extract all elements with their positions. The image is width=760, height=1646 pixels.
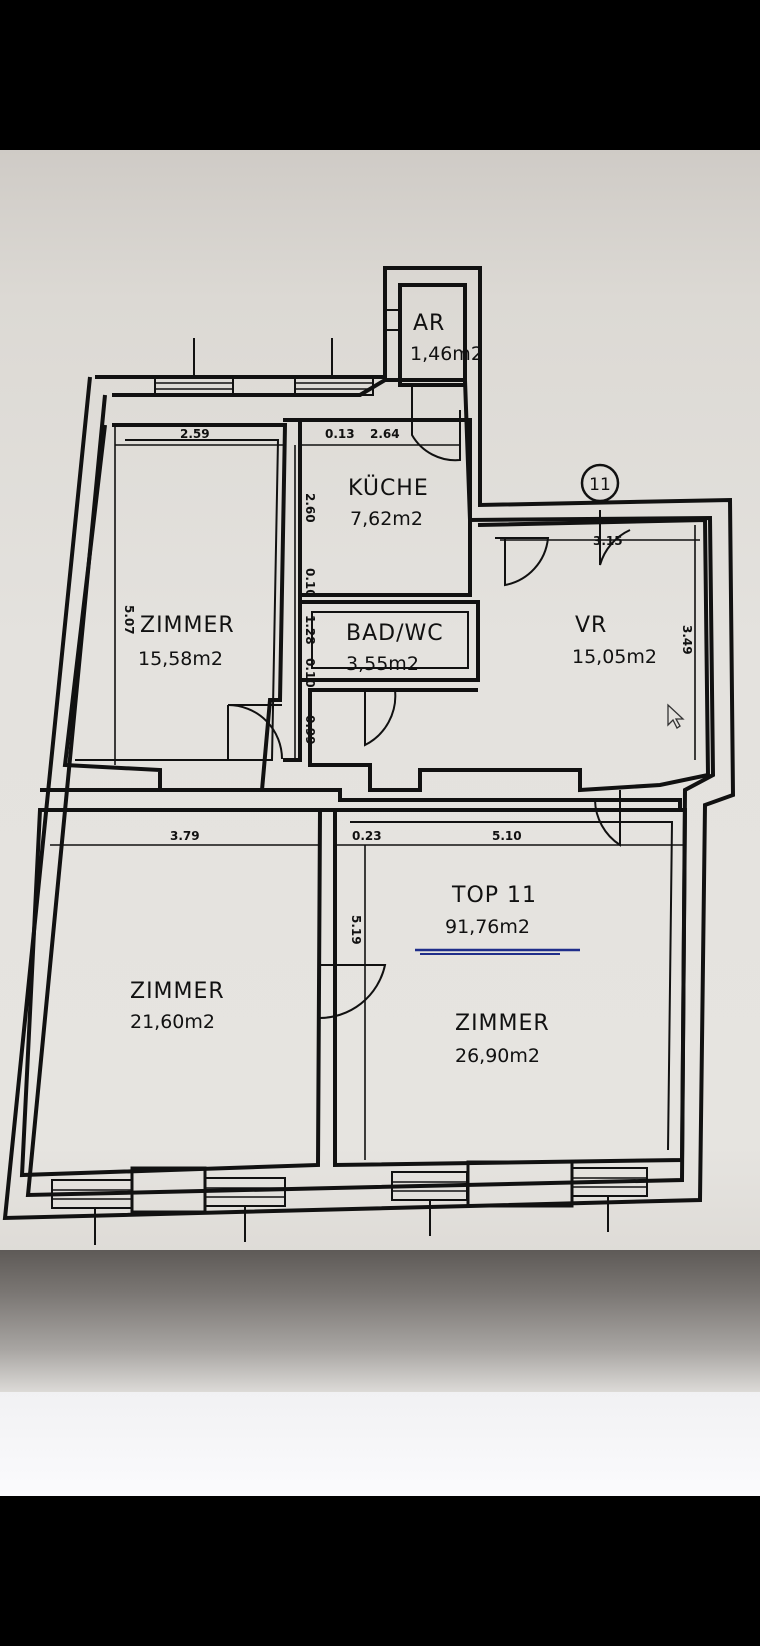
white-strip [0, 1392, 760, 1496]
dim-0-10a: 0.10 [303, 568, 317, 598]
window-top-mid [294, 338, 374, 396]
dim-3-15: 3.15 [593, 534, 623, 548]
zimmer2-wall [19, 808, 323, 1178]
room-name-kuche: KÜCHE [348, 475, 429, 501]
mid-band [40, 788, 682, 812]
room-name-zimmer3: ZIMMER [455, 1011, 550, 1036]
door-ar [411, 385, 461, 462]
windows [51, 338, 648, 1245]
dim-3-79: 3.79 [170, 829, 200, 843]
door-kitchen [495, 537, 550, 587]
dim-2-59: 2.59 [180, 427, 210, 441]
unit-title: TOP 11 [451, 883, 537, 908]
bath-inner [311, 611, 469, 669]
dim-2-60: 2.60 [303, 493, 317, 523]
room-name-zimmer2: ZIMMER [130, 979, 225, 1004]
bath-wall [298, 600, 480, 682]
room-area-bad: 3,55m2 [346, 653, 419, 675]
door-entrance [599, 510, 631, 566]
zimmer1-wall [62, 423, 288, 792]
unit-underline [415, 948, 580, 955]
room-name-vr: VR [575, 613, 607, 638]
dim-0-10b: 0.10 [303, 658, 317, 688]
room-area-ar: 1,46m2 [410, 343, 483, 365]
door-zimmer1 [227, 704, 283, 760]
door-ar-frame [385, 309, 401, 331]
zimmer3-wall [333, 808, 688, 1168]
window-top-left [154, 338, 234, 396]
door-bath [364, 689, 397, 747]
room-area-vr: 15,05m2 [572, 646, 657, 668]
pillar-1 [130, 1166, 207, 1214]
dim-5-19: 5.19 [349, 915, 363, 945]
unit-badge-circle [580, 463, 620, 503]
window-bottom-1 [51, 1179, 133, 1245]
dim-5-07: 5.07 [122, 605, 136, 635]
dim-2-64: 2.64 [370, 427, 400, 441]
room-area-zimmer3: 26,90m2 [455, 1045, 540, 1067]
dim-3-49: 3.49 [680, 625, 694, 655]
unit-total-area: 91,76m2 [445, 916, 530, 938]
room-area-kuche: 7,62m2 [350, 508, 423, 530]
room-name-bad: BAD/WC [346, 621, 444, 646]
unit-badge-number: 11 [589, 475, 611, 495]
hallway-wall [308, 517, 711, 793]
doors [227, 309, 631, 1020]
window-bottom-3 [391, 1171, 468, 1236]
room-name-ar: AR [413, 311, 445, 336]
zimmer1-inner [75, 439, 280, 761]
door-zimmer2 [317, 964, 387, 1020]
cursor-icon [667, 703, 685, 729]
photo-bottom-edge [0, 1250, 760, 1392]
dim-5-10: 5.10 [492, 829, 522, 843]
ar-closet-wall [398, 283, 467, 387]
room-area-zimmer1: 15,58m2 [138, 648, 223, 670]
zimmer3-inner [350, 821, 674, 1151]
outer-wall-inner [25, 378, 716, 1198]
dim-0-23: 0.23 [352, 829, 382, 843]
bottom-black-bar [0, 1496, 760, 1646]
dim-1-28: 1.28 [303, 615, 317, 645]
room-name-zimmer1: ZIMMER [140, 613, 235, 638]
room-area-zimmer2: 21,60m2 [130, 1011, 215, 1033]
dimension-lines [50, 425, 700, 1160]
kitchen-wall [298, 418, 472, 597]
dim-0-99: 0.99 [303, 715, 317, 745]
dim-0-13: 0.13 [325, 427, 355, 441]
pillar-2 [466, 1160, 574, 1208]
